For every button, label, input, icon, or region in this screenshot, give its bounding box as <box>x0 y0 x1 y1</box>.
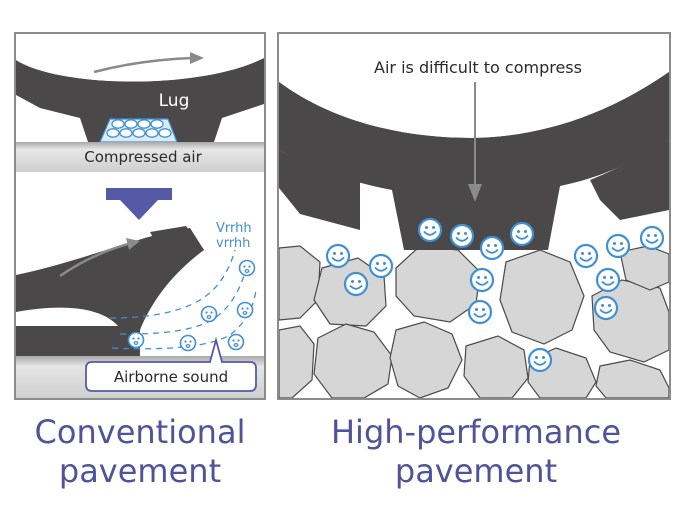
lug-label: Lug <box>159 91 190 111</box>
airborne-sound-callout <box>85 336 257 392</box>
sound-text-line1: Vrrhh <box>216 221 252 236</box>
rotation-arrow-top <box>93 56 193 74</box>
road-surface-top <box>16 142 264 172</box>
compressed-air-label: Compressed air <box>84 148 202 166</box>
sound-waves <box>109 249 257 350</box>
left-panel: Lug Compressed air Vrrhh vrrhh Airborne … <box>14 32 266 400</box>
right-panel: Air is difficult to compress <box>277 32 671 400</box>
compressed-air-bubbles <box>99 118 178 143</box>
high-performance-caption-line1: High-performance <box>331 413 621 451</box>
air-difficult-label: Air is difficult to compress <box>374 58 582 77</box>
airborne-sound-label: Airborne sound <box>114 368 228 386</box>
upper-tire-lug <box>16 58 264 142</box>
transition-arrow <box>106 188 172 220</box>
rotation-arrow-bottom <box>59 242 129 278</box>
sound-text-line2: vrrhh <box>216 236 250 251</box>
conventional-caption-line2: pavement <box>59 452 221 490</box>
conventional-caption-line1: Conventional <box>35 413 246 451</box>
high-performance-caption-line2: pavement <box>395 452 557 490</box>
lower-tire-lug <box>16 228 204 330</box>
